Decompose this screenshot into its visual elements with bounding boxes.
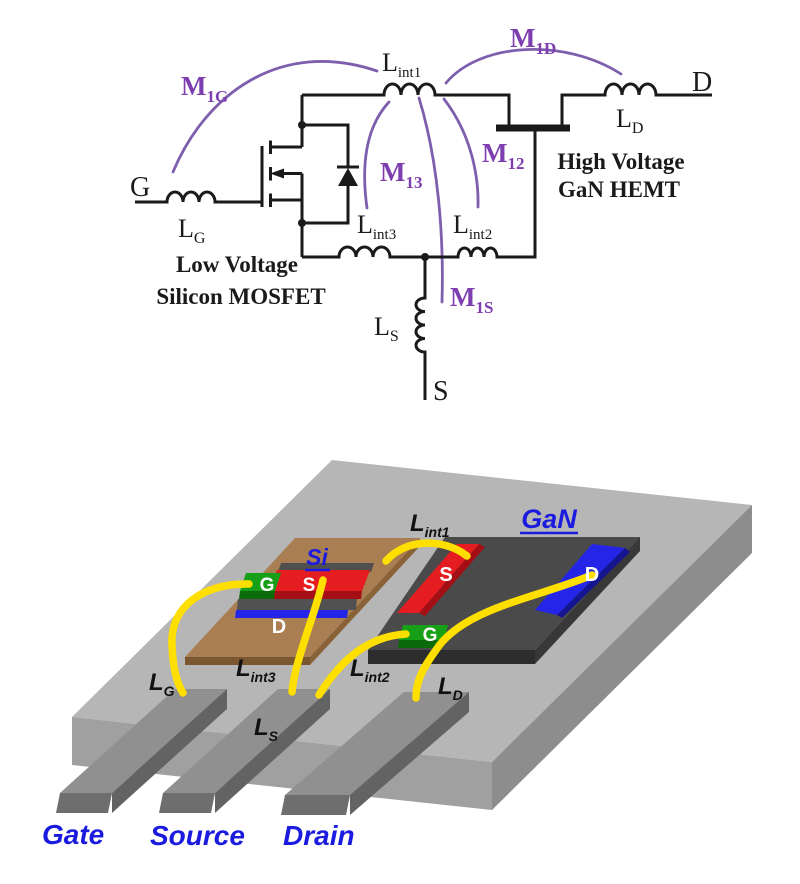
inductor-label-lg: LG — [178, 214, 206, 247]
inductor-label-ls: LS — [374, 312, 399, 345]
mosfet-caption-line2: Silicon MOSFET — [156, 284, 325, 309]
gate-lead-side — [112, 689, 227, 813]
gan-pad-label-gate: G — [423, 625, 438, 646]
terminal-label-drain: D — [692, 67, 712, 98]
drain-wire-ld-inductor — [560, 82, 712, 125]
source-lead-top — [163, 689, 330, 793]
gate-lead-top — [60, 689, 227, 793]
si-chip-body-front — [237, 599, 357, 610]
layout-label-lint1: Lint1 — [410, 510, 450, 540]
si-pad-label-source: S — [303, 575, 316, 596]
si-die-label: Si — [306, 544, 328, 570]
layout-label-lint2: Lint2 — [350, 655, 390, 685]
drain-lead-front — [281, 795, 350, 815]
hemt-caption-line1: High Voltage — [557, 149, 684, 174]
gan-pad-label-drain: D — [585, 564, 599, 586]
mutual-label-m13: M13 — [380, 157, 422, 192]
si-pad-label-gate: G — [260, 575, 275, 596]
si-die-side — [310, 538, 420, 665]
si-pad-label-drain: D — [272, 616, 286, 638]
terminal-label-source: S — [433, 376, 449, 407]
top-wire-lint1-inductor — [302, 82, 511, 125]
mosfet-body-arrow — [270, 168, 284, 179]
lead-gate — [56, 689, 227, 813]
gate-wire-lg-inductor — [135, 190, 261, 204]
gan-gate-pad-front — [398, 640, 444, 648]
mutual-label-m1s: M1S — [450, 282, 493, 317]
lead-drain — [281, 692, 469, 815]
gan-source-pad-edge — [419, 544, 485, 616]
mutual-label-m1d: M1D — [510, 23, 556, 58]
substrate-right-face — [492, 505, 752, 810]
lead-source — [159, 689, 330, 813]
si-die — [185, 538, 420, 665]
gan-pad-label-source: S — [439, 564, 452, 586]
layout-label-ld: LD — [438, 673, 463, 703]
layout-label-lg: LG — [149, 669, 175, 699]
node-dot-source — [298, 219, 306, 227]
gan-drain-pad-edge — [557, 548, 630, 618]
hemt-caption-line2: GaN HEMT — [558, 177, 680, 202]
source-lead-side — [215, 689, 330, 813]
gan-source-pad — [397, 544, 479, 613]
mutual-label-m1g: M1G — [181, 71, 228, 106]
gan-die-top — [368, 537, 640, 650]
mutual-arc-m1s — [417, 96, 444, 304]
bond-wire-ld — [412, 571, 596, 702]
si-chip-back-edge — [278, 563, 374, 572]
bond-wire-lg — [168, 580, 253, 697]
mutual-arc-m1d — [444, 48, 623, 85]
mutual-arc-m1g — [171, 60, 379, 174]
si-die-front — [185, 657, 310, 665]
inductor-label-lint3: Lint3 — [357, 210, 396, 243]
source-lead-front — [159, 793, 215, 813]
bond-wire-lint1 — [382, 539, 471, 565]
bottom-wire-lint3-lint2 — [302, 131, 537, 259]
gan-die-side — [535, 537, 640, 664]
bond-wire-lint2 — [315, 630, 410, 699]
gate-lead-front — [56, 793, 112, 813]
bond-wire-lint3 — [288, 576, 327, 696]
si-gate-pad-front — [239, 591, 275, 599]
lead-label-drain: Drain — [283, 820, 355, 851]
layout-label-ls: LS — [254, 714, 279, 744]
mosfet-stubs — [272, 145, 302, 202]
lead-label-gate: Gate — [42, 819, 104, 850]
inductor-label-ld: LD — [616, 104, 643, 137]
node-dot-drain — [298, 121, 306, 129]
layout-label-lint3: Lint3 — [236, 655, 276, 685]
source-wire-ls-inductor — [414, 257, 427, 400]
si-drain-layer — [235, 610, 348, 618]
inductor-label-lint1: Lint1 — [382, 48, 421, 81]
package-3d-layout: G S D S G D Si GaN Lint1 Lint3 Lint2 LG … — [42, 460, 752, 851]
gan-die-front — [368, 650, 535, 664]
mosfet-caption-line1: Low Voltage — [176, 252, 298, 277]
lead-label-source: Source — [150, 820, 245, 851]
body-diode-branch — [302, 123, 350, 225]
inductor-label-lint2: Lint2 — [453, 210, 492, 243]
terminal-label-gate: G — [130, 172, 150, 203]
diode-triangle — [338, 168, 358, 186]
mutual-arc-m13 — [363, 100, 391, 210]
drain-lead-side — [350, 692, 469, 815]
si-source-pad-front — [268, 591, 362, 599]
mutual-label-m12: M12 — [482, 138, 524, 173]
gan-die-label: GaN — [521, 504, 577, 534]
mutual-arc-m12 — [442, 97, 480, 209]
drain-lead-top — [285, 692, 469, 795]
gan-gate-pad — [399, 625, 448, 640]
circuit-schematic: G D S LG Lint1 LD Lint3 Lint2 LS M1G M1D… — [130, 23, 712, 407]
